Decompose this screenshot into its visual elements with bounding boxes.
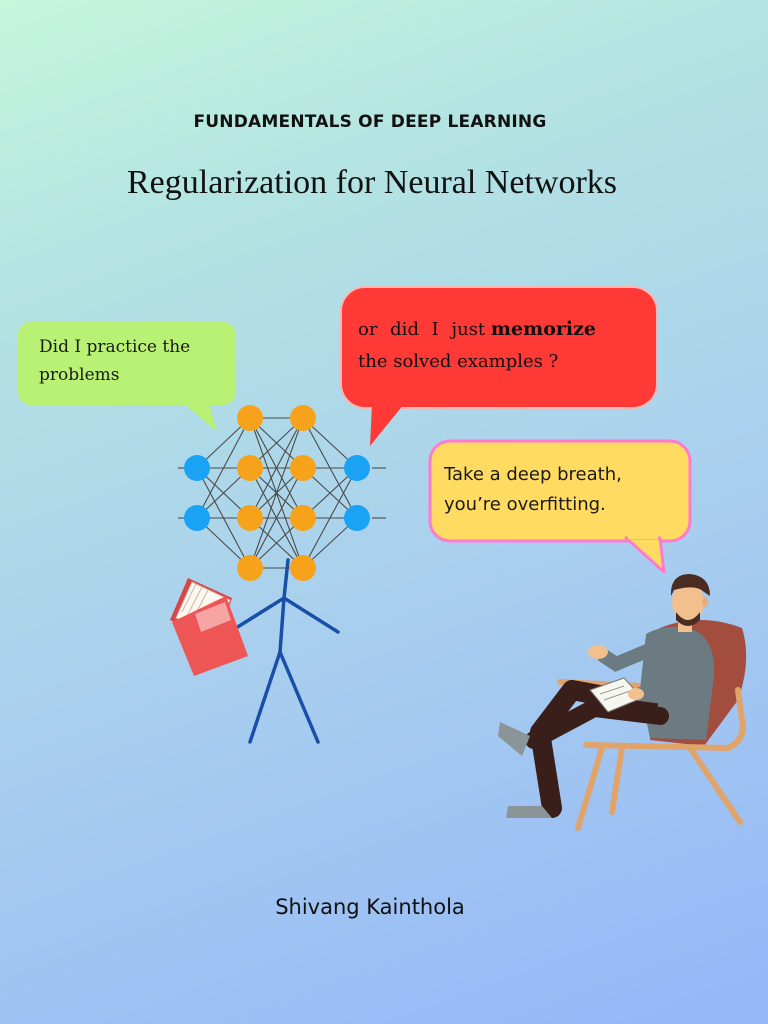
- hidden-node: [237, 405, 263, 431]
- stick-figure: [234, 558, 340, 744]
- output-node: [344, 505, 370, 531]
- yellow-bubble-text: Take a deep breath, you’re overfitting.: [444, 460, 684, 520]
- hidden-node: [290, 555, 316, 581]
- green-bubble-text: Did I practice the problems: [39, 333, 229, 389]
- book-icon: [170, 578, 248, 676]
- hidden-node: [290, 405, 316, 431]
- hidden-node: [237, 455, 263, 481]
- yellow-bubble-line: Take a deep breath,: [444, 464, 622, 485]
- red-speech-bubble: [340, 286, 658, 446]
- yellow-speech-bubble: [428, 439, 692, 574]
- neural-network: [178, 417, 386, 569]
- red-bubble-line: the solved examples ?: [358, 351, 559, 372]
- red-bubble-line: or did I just memorize: [358, 313, 648, 346]
- red-bubble-prefix: or did I just: [358, 319, 486, 340]
- series-label: FUNDAMENTALS OF DEEP LEARNING: [193, 112, 547, 132]
- input-node: [184, 455, 210, 481]
- red-bubble-text: or did I just memorize the solved exampl…: [358, 313, 648, 378]
- output-node: [344, 455, 370, 481]
- green-bubble-line: Did I practice the: [39, 337, 191, 357]
- green-bubble-line: problems: [39, 365, 120, 385]
- hidden-node: [290, 505, 316, 531]
- hidden-node: [290, 455, 316, 481]
- hidden-node: [237, 505, 263, 531]
- hidden-node: [237, 555, 263, 581]
- input-node: [184, 505, 210, 531]
- author-name: Shivang Kainthola: [275, 895, 465, 919]
- cover-title: Regularization for Neural Networks: [127, 164, 617, 201]
- red-bubble-emphasis: memorize: [490, 318, 596, 340]
- green-speech-bubble: [18, 322, 236, 432]
- network-nodes: [184, 405, 370, 581]
- yellow-bubble-line: you’re overfitting.: [444, 494, 606, 515]
- man-in-armchair: [498, 574, 747, 831]
